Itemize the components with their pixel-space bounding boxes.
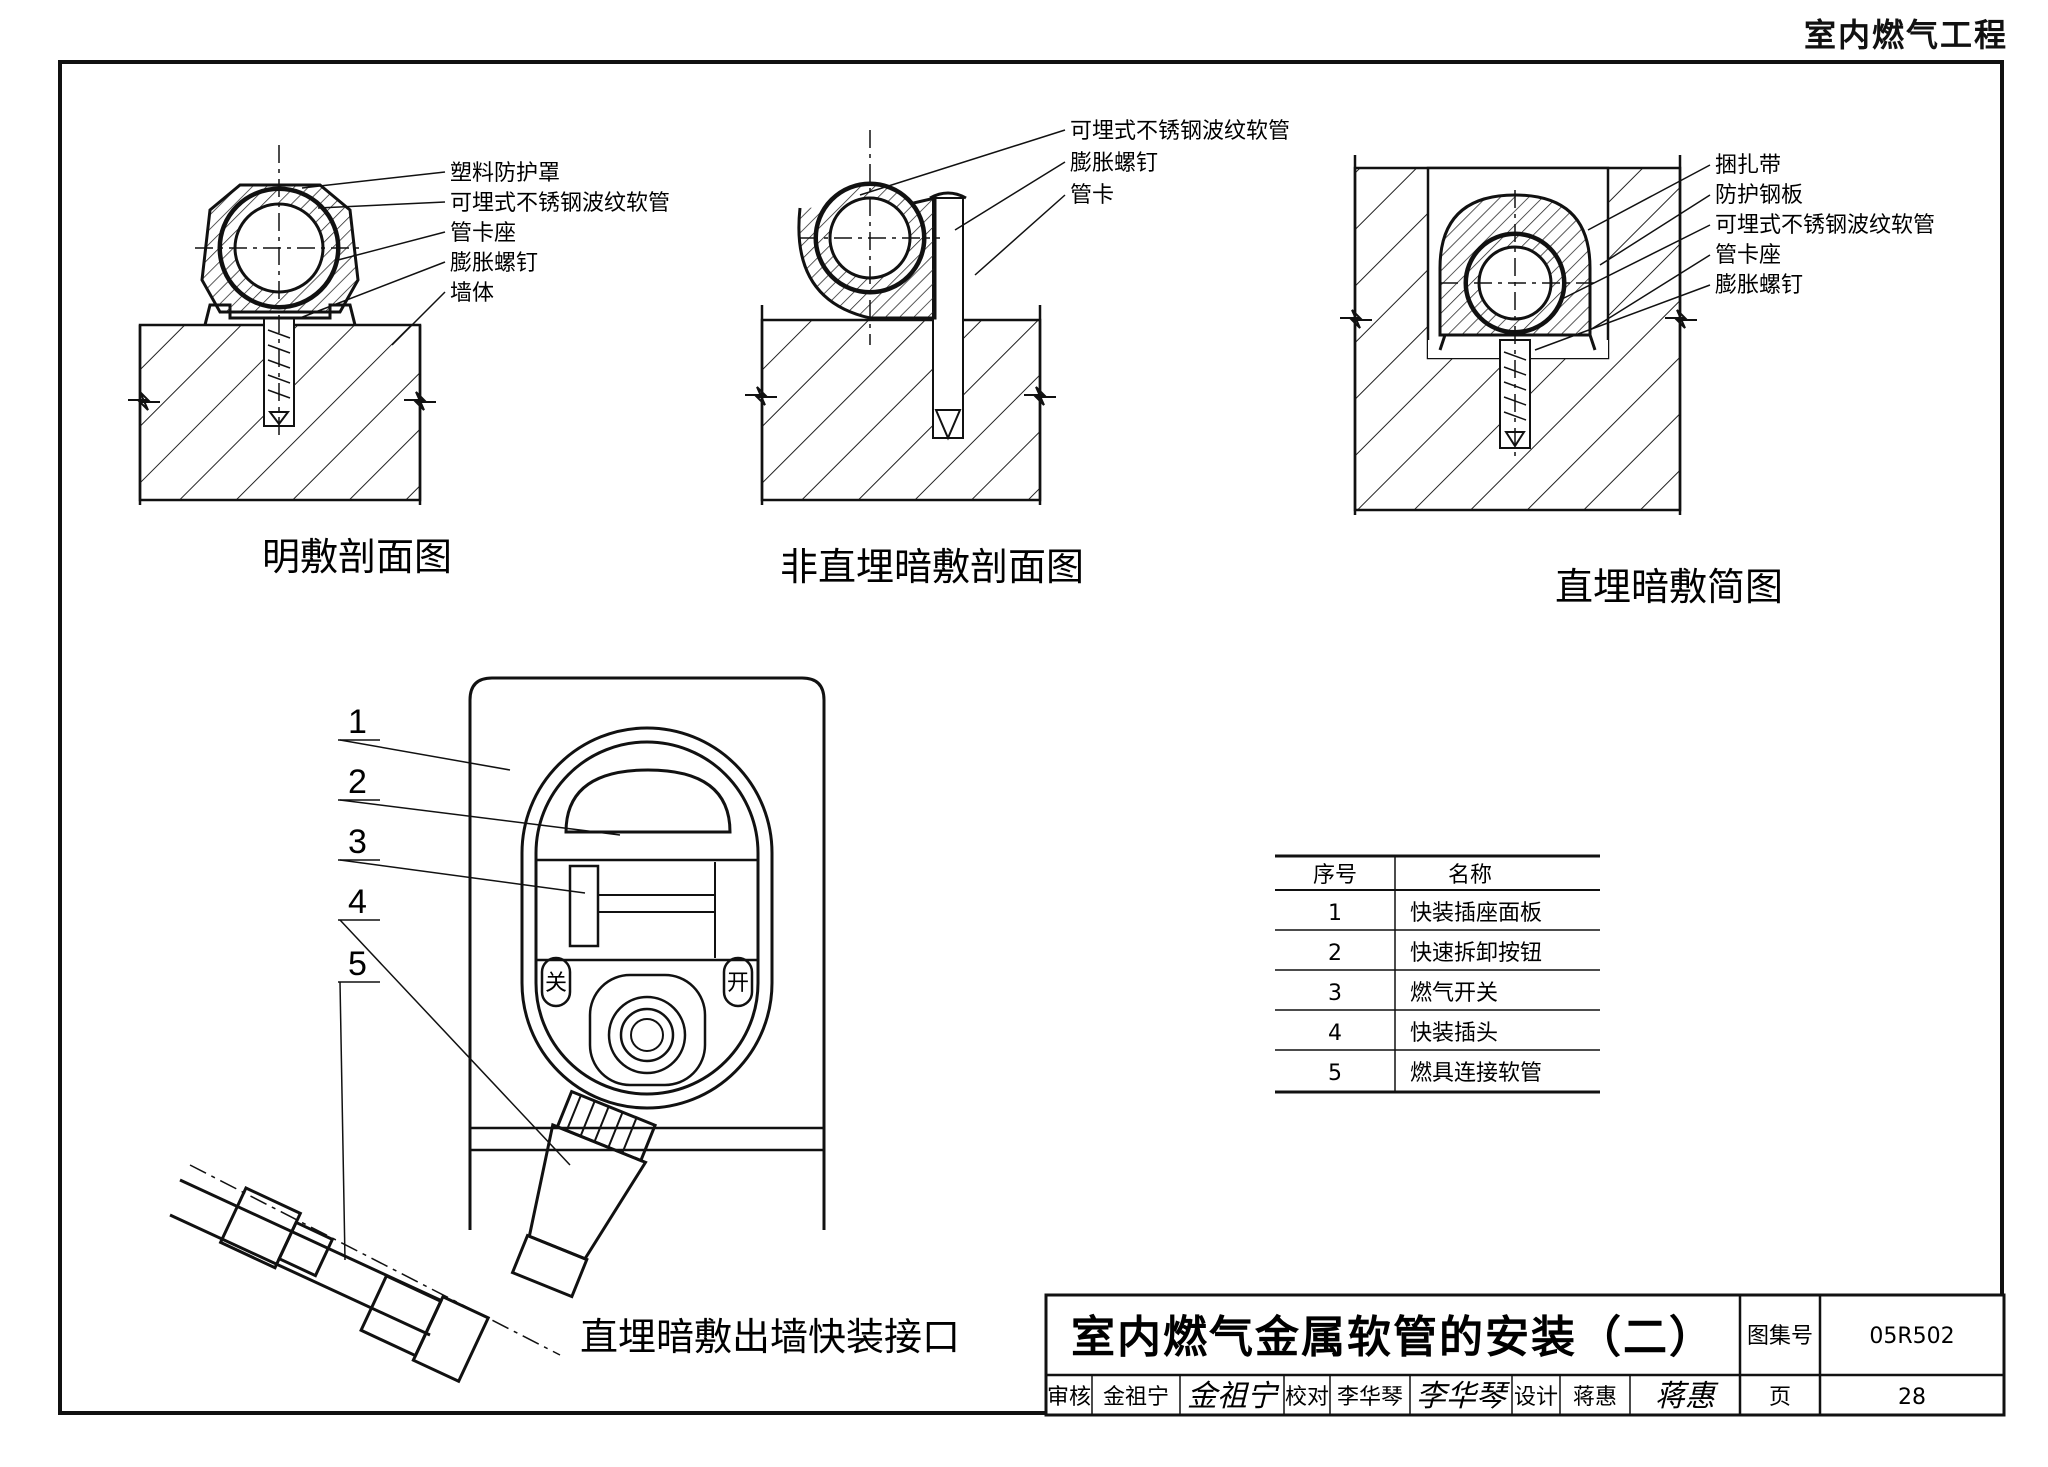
direct-label-hose: 可埋式不锈钢波纹软管 (1715, 213, 1935, 238)
designer-name: 蒋惠 (1573, 1385, 1617, 1410)
open-label-cover: 塑料防护罩 (450, 161, 560, 186)
table-cell-name: 快装插座面板 (1410, 901, 1542, 926)
page-label: 页 (1769, 1385, 1791, 1410)
direct-label-steel-plate: 防护钢板 (1715, 183, 1803, 208)
review-label: 审核 (1047, 1385, 1091, 1410)
reviewer-name: 金祖宁 (1103, 1385, 1169, 1410)
page-number: 28 (1898, 1385, 1926, 1410)
table-header-name: 名称 (1448, 863, 1492, 888)
nondirect-caption: 非直埋暗敷剖面图 (780, 545, 1084, 589)
designer-signature: 蒋惠 (1655, 1379, 1719, 1414)
outlet-number-5: 5 (348, 945, 367, 983)
table-cell-index: 5 (1328, 1061, 1342, 1086)
drawing-category-title: 室内燃气工程 (1803, 16, 2008, 54)
direct-caption: 直埋暗敷简图 (1555, 565, 1783, 609)
outlet-number-1: 1 (348, 703, 367, 741)
figure-outlet: 关 开 (169, 676, 960, 1384)
table-header-index: 序号 (1313, 863, 1357, 888)
design-label: 设计 (1514, 1385, 1558, 1410)
checker-name: 李华琴 (1337, 1385, 1403, 1410)
figure-nondirect-install: 可埋式不锈钢波纹软管 膨胀螺钉 管卡 非直埋暗敷剖面图 (745, 119, 1290, 589)
title-block: 室内燃气金属软管的安装（二） 图集号 05R502 审核 金祖宁 金祖宁 校对 … (1044, 1293, 2006, 1417)
outlet-number-3: 3 (348, 823, 367, 861)
table-cell-index: 2 (1328, 941, 1342, 966)
atlas-label: 图集号 (1747, 1324, 1813, 1349)
table-cell-name: 燃气开关 (1410, 981, 1498, 1006)
nondirect-label-screw: 膨胀螺钉 (1070, 151, 1158, 176)
open-label-clamp-seat: 管卡座 (450, 221, 516, 246)
switch-off-label: 关 (545, 971, 567, 996)
table-cell-name: 快装插头 (1410, 1021, 1498, 1046)
direct-label-strap: 捆扎带 (1715, 153, 1781, 178)
figure-direct-install: 捆扎带 防护钢板 可埋式不锈钢波纹软管 管卡座 膨胀螺钉 直埋暗敷简图 (1340, 153, 1935, 609)
table-cell-index: 3 (1328, 981, 1342, 1006)
table-cell-name: 快速拆卸按钮 (1410, 941, 1542, 966)
parts-table: 序号 名称 1 快装插座面板 2 快速拆卸按钮 3 燃气开关 4 快装插头 5 … (1275, 854, 1600, 1094)
open-label-hose: 可埋式不锈钢波纹软管 (450, 191, 670, 216)
check-label: 校对 (1285, 1385, 1329, 1410)
open-caption: 明敷剖面图 (262, 535, 452, 579)
drawing-title: 室内燃气金属软管的安装（二） (1071, 1312, 1715, 1363)
nondirect-label-hose: 可埋式不锈钢波纹软管 (1070, 119, 1290, 144)
table-cell-index: 4 (1328, 1021, 1342, 1046)
switch-on-label: 开 (727, 971, 749, 996)
outlet-caption: 直埋暗敷出墙快装接口 (580, 1315, 960, 1359)
figure-open-install: 塑料防护罩 可埋式不锈钢波纹软管 管卡座 膨胀螺钉 墙体 明敷剖面图 (128, 145, 670, 579)
open-label-screw: 膨胀螺钉 (450, 251, 538, 276)
table-cell-index: 1 (1328, 901, 1342, 926)
atlas-number: 05R502 (1869, 1324, 1954, 1349)
checker-signature: 李华琴 (1416, 1379, 1510, 1414)
direct-label-screw: 膨胀螺钉 (1715, 273, 1803, 298)
nondirect-label-clamp: 管卡 (1070, 183, 1114, 208)
drawing-frame (58, 60, 2004, 1415)
reviewer-signature: 金祖宁 (1187, 1379, 1280, 1414)
outlet-number-4: 4 (348, 883, 367, 921)
open-label-wall: 墙体 (450, 281, 494, 306)
outlet-number-2: 2 (348, 763, 367, 801)
table-cell-name: 燃具连接软管 (1410, 1061, 1542, 1086)
direct-label-clamp-seat: 管卡座 (1715, 243, 1781, 268)
